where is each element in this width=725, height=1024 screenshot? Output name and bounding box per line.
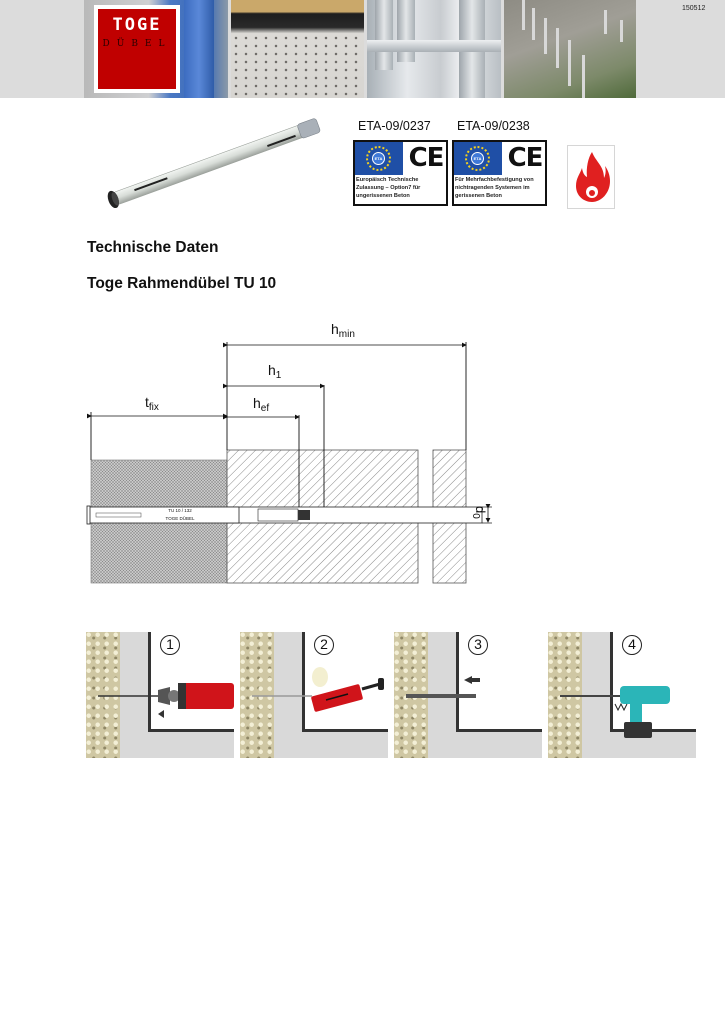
- insert-anchor-icon: [406, 676, 480, 698]
- eu-eta-flag-icon: ETA: [355, 142, 403, 175]
- blow-out-pump-icon: [252, 667, 384, 712]
- anchor-cross-section-diagram: TU 10 / 132 TOGE DÜBEL: [86, 342, 492, 584]
- frame-anchor-product-image: [107, 118, 321, 208]
- fire-icon: [576, 152, 611, 202]
- eta-0238-description: Für Mehrfachbefestigung von nichtragende…: [455, 177, 534, 199]
- ce-mark-icon: CE: [408, 143, 445, 173]
- eta-0238-badge: ETA CE Für Mehrfachbefestigung von nicht…: [452, 140, 547, 206]
- eta-0237-badge: ETA CE Europäisch Technische Zulassung –…: [353, 140, 448, 206]
- header-band: TOGE DÜBEL 150512: [0, 0, 725, 98]
- step-number: 3: [468, 635, 488, 655]
- technical-drawing: TU 10 / 132 TOGE DÜBEL hmin h1 hef tfix …: [80, 320, 520, 590]
- product-heading: Toge Rahmendübel TU 10: [87, 275, 277, 292]
- logo-subline: DÜBEL: [102, 39, 172, 49]
- installation-step-1: 1: [86, 632, 234, 758]
- step-number: 1: [160, 635, 180, 655]
- logo-wordmark: TOGE: [112, 15, 162, 35]
- anchor-label-line1: TU 10 / 132: [168, 508, 192, 513]
- step-number: 4: [622, 635, 642, 655]
- label-hef: hef: [253, 395, 270, 414]
- label-d0: d0: [470, 506, 488, 519]
- ce-mark-icon: CE: [507, 143, 544, 173]
- label-h1: h1: [268, 362, 282, 381]
- header-photo-concrete-deck: [231, 0, 364, 98]
- installation-step-3: 3: [394, 632, 542, 758]
- section-heading: Technische Daten: [87, 239, 219, 256]
- fire-resistance-badge: [567, 145, 615, 209]
- eta-0237-description: Europäisch Technische Zulassung – Option…: [356, 177, 421, 199]
- step-number: 2: [314, 635, 334, 655]
- anchor-nut: [298, 510, 310, 520]
- label-tfix: tfix: [145, 394, 159, 413]
- installation-step-4: 4: [548, 632, 696, 758]
- header-photo-anchor-pins: [504, 0, 636, 98]
- drill-hole: [226, 506, 483, 524]
- hammer-drill-icon: [98, 683, 234, 718]
- anchor-sleeve: [88, 506, 240, 524]
- header-photo-guardrail: [367, 0, 501, 98]
- toge-logo: TOGE DÜBEL: [94, 5, 180, 93]
- eu-eta-flag-icon: ETA: [454, 142, 502, 175]
- eta-0237-title: ETA-09/0237: [358, 119, 431, 133]
- eta-0238-title: ETA-09/0238: [457, 119, 530, 133]
- cordless-screwdriver-icon: [560, 686, 670, 738]
- document-id: 150512: [682, 5, 706, 12]
- anchor-label-line2: TOGE DÜBEL: [166, 515, 195, 521]
- label-hmin: hmin: [331, 321, 355, 340]
- installation-step-2: 2: [240, 632, 388, 758]
